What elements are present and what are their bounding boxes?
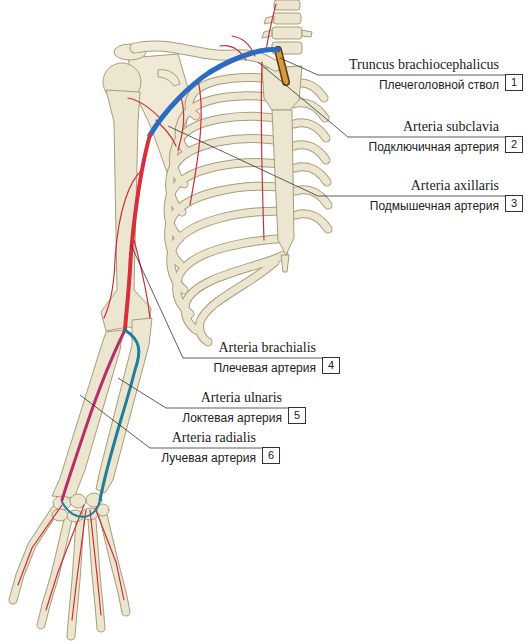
- brachial-artery: [125, 135, 150, 330]
- callout-box: 1: [505, 74, 523, 91]
- latin-name: Arteria radialis: [172, 430, 256, 446]
- brachiocephalic-trunk: [278, 50, 286, 82]
- latin-name: Arteria subclavia: [403, 119, 499, 135]
- russian-name: Плечеголовной ствол: [379, 78, 499, 92]
- russian-name: Локтевая артерия: [182, 411, 282, 425]
- callout-number: 6: [268, 449, 274, 461]
- leader-lines: [80, 58, 505, 448]
- hand-bones: [13, 493, 126, 636]
- callout-number: 1: [511, 76, 517, 88]
- humerus: [101, 63, 151, 331]
- callout-number: 4: [328, 359, 334, 371]
- russian-name: Лучевая артерия: [161, 451, 256, 465]
- russian-name: Плечевая артерия: [213, 361, 316, 375]
- callout-number: 5: [294, 409, 300, 421]
- artery-branches: [18, 4, 276, 620]
- main-arteries: [62, 50, 286, 517]
- radial-artery: [62, 330, 125, 500]
- callout-box: 4: [322, 357, 340, 374]
- callout-box: 6: [262, 447, 280, 464]
- sternum: [262, 66, 302, 272]
- callout-number: 3: [511, 197, 517, 209]
- latin-name: Arteria ulnaris: [201, 390, 282, 406]
- russian-name: Подмышечная артерия: [370, 199, 499, 213]
- cervical-spine: [262, 0, 312, 54]
- callout-box: 3: [505, 195, 523, 212]
- rib-cage: [168, 78, 328, 342]
- callout-box: 2: [505, 136, 523, 153]
- latin-name: Arteria axillaris: [411, 178, 499, 194]
- callout-number: 2: [511, 138, 517, 150]
- callout-box: 5: [288, 407, 306, 424]
- subclavian-artery: [210, 50, 278, 72]
- axillary-artery: [150, 72, 210, 135]
- russian-name: Подключичная артерия: [369, 140, 500, 154]
- latin-name: Truncus brachiocephalicus: [349, 57, 499, 73]
- palmar-arch: [62, 500, 100, 517]
- latin-name: Arteria brachialis: [218, 340, 316, 356]
